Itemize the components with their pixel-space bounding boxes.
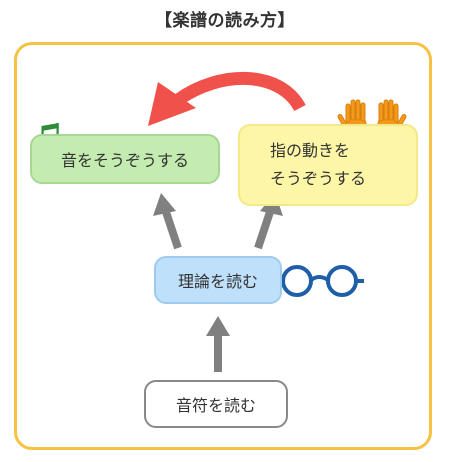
node-imagine-finger-line1: 指の動きを [270, 141, 351, 160]
node-imagine-sound: 音をそうぞうする [30, 134, 220, 184]
node-read-notes: 音符を読む [144, 380, 288, 428]
arrow-theory-to-sound [153, 193, 182, 250]
node-imagine-finger-line2: そうぞうする [270, 169, 367, 188]
node-read-theory-label: 理論を読む [177, 272, 258, 291]
curved-arrow [148, 71, 306, 126]
diagram-frame [14, 42, 432, 450]
node-imagine-finger: 指の動きを そうぞうする [238, 124, 418, 206]
node-read-theory: 理論を読む [154, 256, 282, 304]
arrow-notes-to-theory [206, 316, 230, 372]
diagram-title: 【楽譜の読み方】 [155, 11, 295, 31]
node-read-notes-label: 音符を読む [175, 396, 256, 415]
node-imagine-sound-label: 音をそうぞうする [60, 151, 189, 170]
glasses-icon [276, 265, 364, 297]
